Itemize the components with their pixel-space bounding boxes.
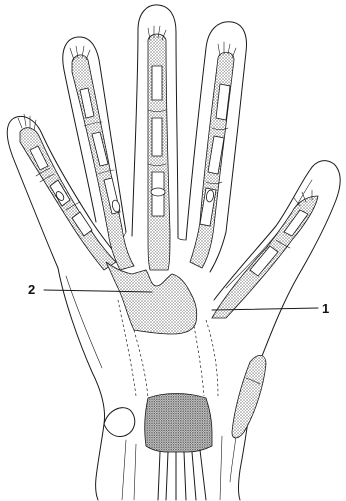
label-1: 1 bbox=[322, 301, 329, 316]
ulnar-bursa bbox=[106, 262, 197, 334]
radial-bursa-lower bbox=[232, 355, 266, 438]
ulnar-border bbox=[58, 268, 105, 500]
label-2: 2 bbox=[28, 282, 35, 297]
thumb-outline bbox=[214, 161, 340, 404]
thumb-sheath bbox=[212, 190, 318, 318]
middle-finger-sheath bbox=[148, 26, 170, 270]
ulnar-styloid bbox=[104, 408, 135, 437]
carpal-tunnel-sheath bbox=[145, 394, 212, 453]
index-finger-sheath bbox=[190, 42, 236, 268]
